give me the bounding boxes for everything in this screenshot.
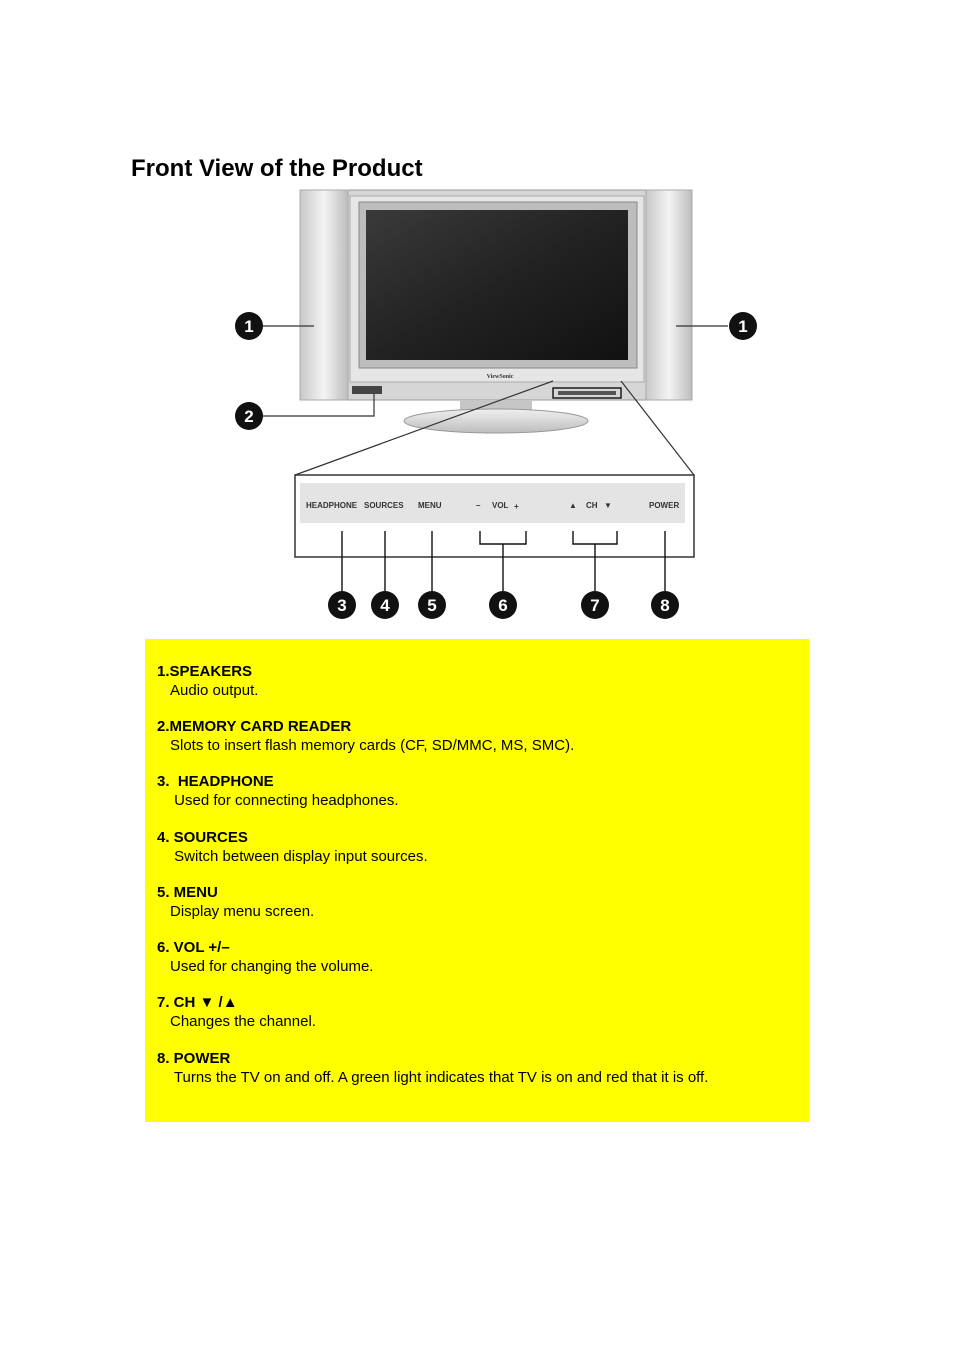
item-sources: 4. SOURCES Switch between display input … <box>157 829 797 866</box>
panel-label-vol: VOL <box>492 501 509 510</box>
callout-3: 3 <box>328 591 356 619</box>
item-vol: 6. VOL +/– Used for changing the volume. <box>157 939 797 976</box>
svg-text:3: 3 <box>337 596 346 615</box>
item-title: 2.MEMORY CARD READER <box>157 718 352 735</box>
tv-diagram: ViewSonic 1 1 2 <box>235 189 757 619</box>
callout-6: 6 <box>489 591 517 619</box>
item-title: 6. VOL +/– <box>157 939 230 956</box>
item-description: Slots to insert flash memory cards (CF, … <box>170 737 575 754</box>
item-title: 4. SOURCES <box>157 829 248 846</box>
panel-label-ch-down: ▼ <box>604 501 612 510</box>
item-title: 5. MENU <box>157 884 218 901</box>
svg-text:5: 5 <box>427 596 436 615</box>
svg-text:2: 2 <box>244 407 253 426</box>
control-panel-zoom: HEADPHONE SOURCES MENU – VOL + ▲ CH ▼ PO… <box>294 474 695 558</box>
item-title: 3. HEADPHONE <box>157 773 274 790</box>
panel-label-vol-plus: + <box>514 502 519 511</box>
item-ch: 7. CH ▼ /▲ Changes the channel. <box>157 994 797 1031</box>
item-description: Turns the TV on and off. A green light i… <box>170 1069 709 1086</box>
left-speaker <box>299 189 349 401</box>
item-speakers: 1.SPEAKERS Audio output. <box>157 663 797 700</box>
item-headphone: 3. HEADPHONE Used for connecting headpho… <box>157 773 797 810</box>
callout-1-left: 1 <box>235 312 263 340</box>
item-description: Used for changing the volume. <box>170 958 374 975</box>
item-description: Display menu screen. <box>170 903 315 920</box>
callout-8: 8 <box>651 591 679 619</box>
item-description: Switch between display input sources. <box>170 848 428 865</box>
svg-text:1: 1 <box>244 317 253 336</box>
panel-label-ch-up: ▲ <box>569 501 577 510</box>
callout-1-right: 1 <box>729 312 757 340</box>
svg-text:6: 6 <box>498 596 507 615</box>
control-panel-highlight <box>552 387 622 399</box>
panel-label-sources: SOURCES <box>364 501 404 510</box>
item-description: Audio output. <box>170 682 259 699</box>
right-speaker <box>645 189 693 401</box>
panel-label-vol-minus: – <box>476 501 481 510</box>
callout-4: 4 <box>371 591 399 619</box>
stand-base <box>403 408 589 434</box>
item-title: 1.SPEAKERS <box>157 663 253 680</box>
page-title: Front View of the Product <box>131 155 423 182</box>
panel-label-headphone: HEADPHONE <box>306 501 358 510</box>
tv-front-view-figure: ViewSonic 1 1 2 <box>228 188 768 624</box>
brand-logo: ViewSonic <box>487 374 514 380</box>
card-reader-slot <box>352 386 382 394</box>
callout-7: 7 <box>581 591 609 619</box>
item-description: Changes the channel. <box>170 1013 316 1030</box>
item-title: 7. CH ▼ /▲ <box>157 994 238 1011</box>
item-title: 8. POWER <box>157 1050 231 1067</box>
callout-5: 5 <box>418 591 446 619</box>
item-menu: 5. MENU Display menu screen. <box>157 884 797 921</box>
item-power: 8. POWER Turns the TV on and off. A gree… <box>157 1050 797 1087</box>
panel-label-menu: MENU <box>418 501 442 510</box>
item-memory-card-reader: 2.MEMORY CARD READER Slots to insert fla… <box>157 718 797 755</box>
description-box: 1.SPEAKERS Audio output. 2.MEMORY CARD R… <box>145 639 809 1122</box>
svg-text:4: 4 <box>380 596 390 615</box>
item-description: Used for connecting headphones. <box>170 792 399 809</box>
panel-label-power: POWER <box>649 501 679 510</box>
panel-label-ch: CH <box>586 501 598 510</box>
svg-text:1: 1 <box>738 317 747 336</box>
svg-text:7: 7 <box>590 596 599 615</box>
screen <box>366 210 628 360</box>
tv-body: ViewSonic <box>299 189 693 434</box>
callout-2: 2 <box>235 402 263 430</box>
svg-text:8: 8 <box>660 596 669 615</box>
